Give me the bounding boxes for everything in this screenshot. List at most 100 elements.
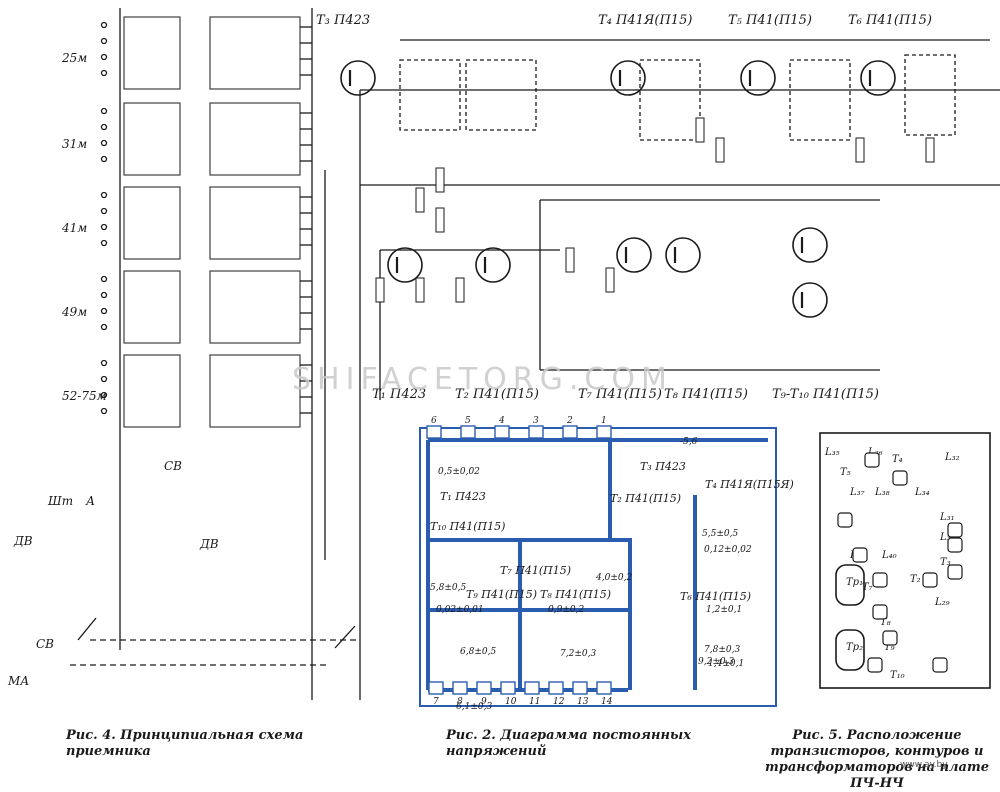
transistor-symbol [792,282,828,318]
transistor-symbol [792,227,828,263]
ma-label: МА [7,674,29,688]
board-component [892,470,908,486]
board-component [867,657,883,673]
resistor-symbol [415,277,425,303]
terminal [100,323,108,331]
diagram-transistor-label: T₁ П423 [440,490,486,503]
band-cap-block [209,186,301,260]
diagram-transistor-label: T₁₀ П41(П15) [430,520,505,533]
board-component-label: T₄ [892,454,903,465]
voltage-reading: 0,5±0,02 [438,467,480,477]
diagram-transistor-label: T₉ П41(П15) [466,588,537,601]
terminal [100,207,108,215]
caption-fig4: Рис. 4. Принципиальная схема приемника [66,728,304,759]
pin-pad-bottom [428,681,444,695]
pin-pad-top [494,425,510,439]
t8-label: T₈ П41(П15) [664,387,748,402]
terminal [100,21,108,29]
t7-label: T₇ П41(П15) [578,387,662,402]
voltage-reading: 7,8±0,3 [704,645,740,655]
board-component [837,512,853,528]
pin-number: 13 [577,697,589,707]
watermark: SHIFACETORG.COM [292,362,673,397]
board-layout: L₃₅L₃₆T₅T₄L₃₂L₃₇L₃₈L₃₄L₃₁T₆L₃₀L₃₉L₄₀T₃T₇… [819,432,991,689]
board-component [864,452,880,468]
voltage-reading: 4,0±0,2 [595,573,632,583]
t3-label: T₃ П423 [316,13,370,28]
voltage-reading: 0,9±0,2 [548,605,584,615]
terminal [100,291,108,299]
voltage-reading: -5,6 [680,437,698,447]
board-component-label: T₇ [862,582,873,593]
pin-number: 4 [498,416,505,426]
t5-label: T₅ П41(П15) [728,13,812,28]
transistor-symbol [340,60,376,96]
transformer-outline [835,564,865,606]
caption-fig5: Рис. 5. Расположение транзисторов, конту… [764,728,990,791]
pin-number: 10 [505,697,517,707]
band-cap-block [209,16,301,90]
terminal [100,375,108,383]
diagram-transistor-label: T₆ П41(П15) [680,590,751,603]
board-component-label: L₃₅ [824,447,840,458]
transistor-symbol [860,60,896,96]
pin-number: 7 [433,697,439,707]
board-component [872,604,888,620]
diagram-transistor-label: T₈ П41(П15) [540,588,611,601]
antenna-label: А [85,494,95,508]
voltage-reading: 7,2±0,3 [560,649,596,659]
sv-label: СВ [164,459,182,473]
transistor-symbol [387,247,423,283]
band-label: 52-75м [62,389,107,403]
voltage-reading: 5,5±0,5 [702,529,738,539]
resistor-symbol [715,137,725,163]
diagram-transistor-label: T₄ П41Я(П15Я) [705,478,794,491]
resistor-symbol [565,247,575,273]
board-component [947,522,963,538]
terminal [100,37,108,45]
pin-pad-bottom [572,681,588,695]
board-component-label: L₄₀ [881,550,897,561]
shtyr-label: Шт [47,494,73,508]
band-coil-block [123,270,181,344]
board-component-label: L₃₄ [914,487,930,498]
band-label: 41м [61,221,87,235]
pin-pad-top [460,425,476,439]
t6-label: T₆ П41(П15) [848,13,932,28]
voltage-reading: 5,8±0,5 [430,583,466,593]
board-component [882,630,898,646]
pin-number: 5 [465,416,471,426]
terminal [100,239,108,247]
voltage-reading: 0,12±0,02 [704,545,752,555]
board-component-label: T₈ [880,617,891,628]
board-component-label: L₃₂ [944,452,960,463]
resistor-symbol [605,267,615,293]
voltage-reading: 1,4±0,1 [708,659,744,669]
board-component-label: L₃₁ [939,512,955,523]
board-component-label: T₁₀ [890,670,905,681]
transformer-outline [835,629,865,671]
terminal [100,123,108,131]
t1-label: T₁ П423 [372,387,426,402]
pin-pad-bottom [500,681,516,695]
band-coil-block [123,186,181,260]
resistor-symbol [455,277,465,303]
board-component [872,572,888,588]
pin-number: 1 [601,416,607,426]
pin-number: 11 [529,697,540,707]
terminal [100,155,108,163]
band-label: 49м [61,305,87,319]
diagram-transistor-label: T₃ П423 [640,460,686,473]
board-component-label: L₃₇ [849,487,865,498]
pin-pad-bottom [452,681,468,695]
terminal [100,307,108,315]
board-component [947,564,963,580]
board-component-label: Tр₂ [846,642,863,653]
band-coil-block [123,102,181,176]
transistor-symbol [616,237,652,273]
pin-pad-bottom [548,681,564,695]
board-component [922,572,938,588]
diagram-transistor-label: T₇ П41(П15) [500,564,571,577]
diagram-transistor-label: T₂ П41(П15) [610,492,681,505]
terminal [100,391,108,399]
